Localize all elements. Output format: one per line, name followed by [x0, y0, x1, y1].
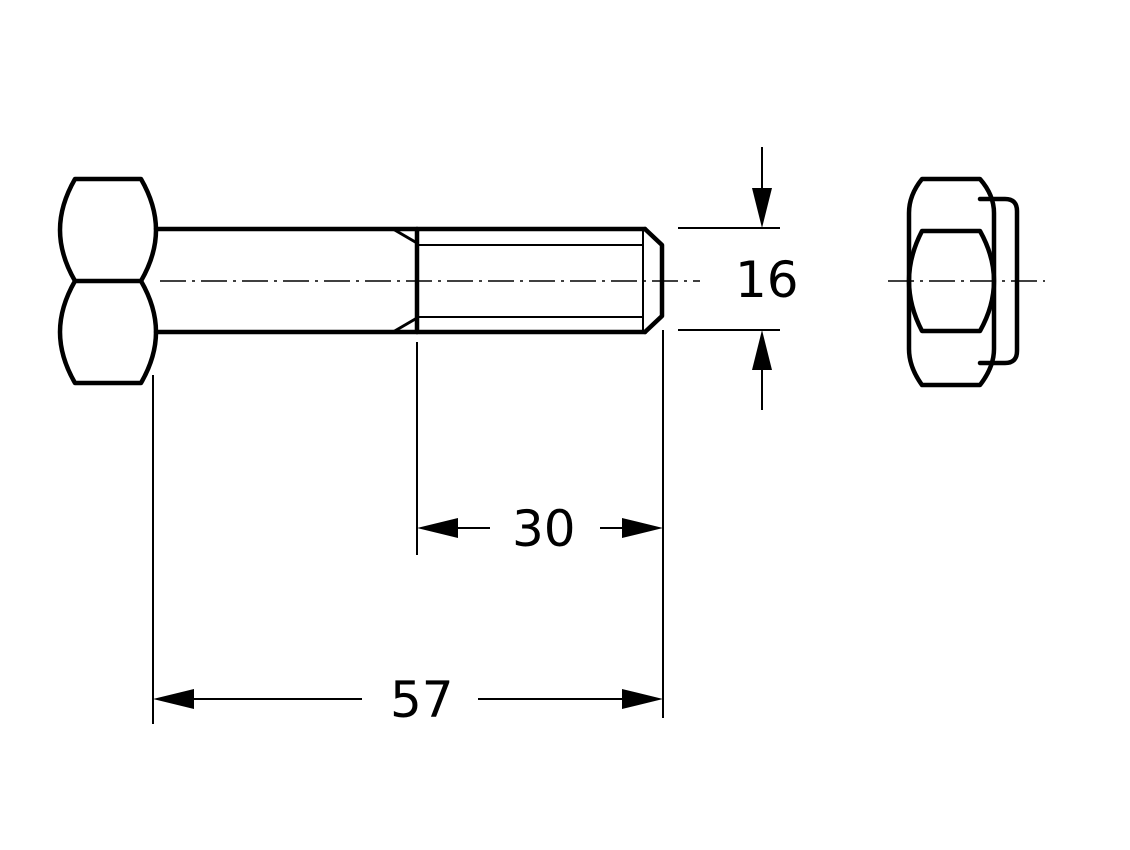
bolt-hex-head — [57, 176, 159, 386]
dimension-diameter: 16 — [678, 147, 799, 410]
dimension-shank-length-label: 57 — [390, 671, 454, 729]
dimension-thread-length: 30 — [416, 330, 664, 718]
dimension-thread-length-label: 30 — [512, 500, 576, 558]
nut-view — [888, 176, 1045, 388]
dimension-shank-length: 57 — [152, 375, 663, 729]
bolt-side-view — [57, 176, 700, 386]
dimension-diameter-label: 16 — [735, 251, 799, 309]
